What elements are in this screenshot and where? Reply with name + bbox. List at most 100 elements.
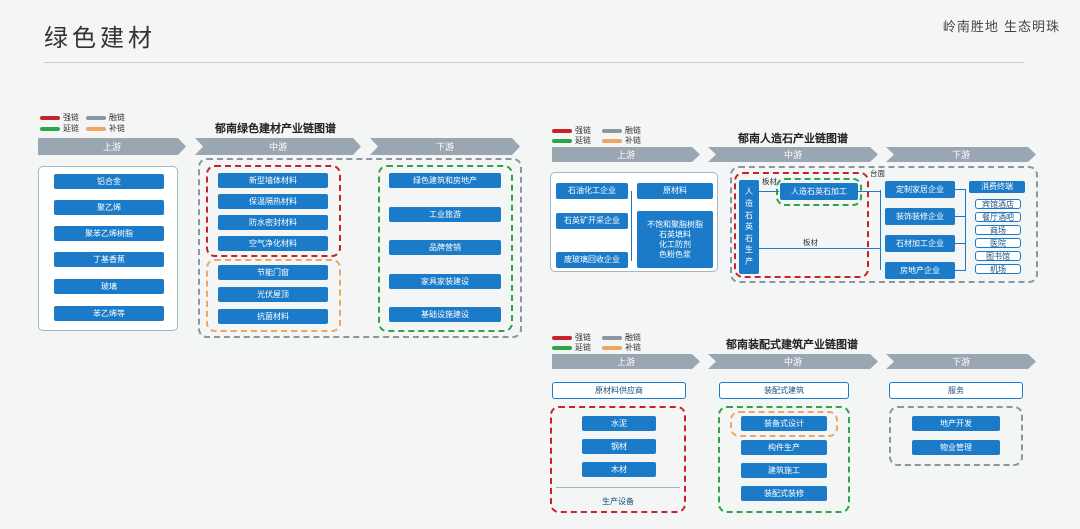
terminal-item: 医院 [975, 238, 1021, 248]
terminal-item: 餐厅酒吧 [975, 212, 1021, 222]
raw-item: 色粉色浆 [659, 249, 691, 259]
legend-extend: 延链 [63, 124, 79, 133]
legend-extend: 延链 [575, 136, 591, 145]
legend-strong: 强链 [63, 113, 79, 122]
chain2-stage-down: 下游 [886, 147, 1036, 162]
node: 丁基香蕉 [54, 252, 164, 267]
connector [858, 191, 881, 192]
connector [955, 270, 965, 271]
raw-item: 不饱和聚脂树脂 [647, 219, 703, 229]
legend-merge: 融链 [625, 333, 641, 342]
connector [759, 248, 881, 249]
chain3-up-strong-frame [550, 406, 686, 513]
downstream-head: 服务 [889, 382, 1023, 399]
chain2-upstream-panel: 石油化工企业 石英矿开采企业 废玻璃回收企业 原材料 不饱和聚脂树脂 石英填料 … [550, 172, 718, 272]
chain2-process-extend-frame [776, 178, 862, 206]
connector [880, 190, 881, 270]
chain3-stage-mid: 中游 [708, 354, 878, 369]
chain2-mid-strong-frame [734, 172, 869, 278]
node: 废玻璃回收企业 [556, 252, 628, 268]
node: 抗菌材料 [218, 309, 328, 324]
chain3-title: 郁南装配式建筑产业链图谱 [726, 338, 858, 351]
artificial-stone-processing: 人造石英石加工 [780, 183, 858, 200]
node: 绿色建筑和房地产 [389, 173, 501, 188]
node: 地产开发 [912, 416, 1000, 431]
chain2-title: 郁南人造石产业链图谱 [738, 132, 848, 145]
node: 防水密封材料 [218, 215, 328, 230]
legend-strong: 强链 [575, 333, 591, 342]
node: 保温隔热材料 [218, 194, 328, 209]
node: 聚乙烯 [54, 200, 164, 215]
terminal-item: 图书馆 [975, 251, 1021, 261]
node: 水泥 [582, 416, 656, 431]
chain2-stage-mid: 中游 [708, 147, 878, 162]
chain1-merge-frame [198, 158, 522, 338]
connector [955, 216, 965, 217]
chain1-upstream-panel: 铝合金 聚乙烯 聚苯乙烯树脂 丁基香蕉 玻璃 苯乙烯等 [38, 166, 178, 331]
node: 基础设施建设 [389, 307, 501, 322]
chain1-stage-down: 下游 [370, 138, 520, 155]
node: 家具家装建设 [389, 274, 501, 289]
node: 钢材 [582, 439, 656, 454]
terminal-item: 商场 [975, 225, 1021, 235]
legend-chain2: 强链 融链 延链 补链 [552, 125, 652, 147]
node: 苯乙烯等 [54, 306, 164, 321]
node: 定制家居企业 [885, 181, 955, 198]
chain1-down-extend-frame: 绿色建筑和房地产 工业旅游 品牌营销 家具家装建设 基础设施建设 [378, 165, 513, 332]
board-label-2: 板材 [803, 238, 818, 247]
node: 石材加工企业 [885, 235, 955, 252]
terminal-item: 机场 [975, 264, 1021, 274]
chain3-mid-extend-frame [718, 406, 850, 513]
chain1-mid-supplement-frame: 节能门窗 光伏屋顶 抗菌材料 [206, 259, 341, 332]
connector [965, 189, 966, 271]
node: 光伏屋顶 [218, 287, 328, 302]
chain3-stage-up: 上游 [552, 354, 700, 369]
chain3-stage-down: 下游 [886, 354, 1036, 369]
board-label-1: 板材 [762, 177, 777, 186]
node: 聚苯乙烯树脂 [54, 226, 164, 241]
chain2-stage-up: 上游 [552, 147, 700, 162]
node: 装备式设计 [741, 416, 827, 431]
connector [631, 191, 632, 261]
node: 装配式装修 [741, 486, 827, 501]
node: 构件生产 [741, 440, 827, 455]
connector [759, 191, 779, 192]
connector [955, 189, 965, 190]
countertop-label: 台面 [870, 169, 885, 178]
node: 玻璃 [54, 279, 164, 294]
node: 工业旅游 [389, 207, 501, 222]
midstream-head: 装配式建筑 [719, 382, 849, 399]
terminal-item: 宾馆酒店 [975, 199, 1021, 209]
legend-chain3: 强链 融链 延链 补链 [552, 332, 652, 354]
raw-material-list: 不饱和聚脂树脂 石英填料 化工防剂 色粉色浆 [637, 211, 713, 268]
legend-supplement: 补链 [625, 343, 641, 352]
legend-chain1: 强链 融链 延链 补链 [40, 112, 140, 134]
node: 石油化工企业 [556, 183, 628, 199]
node: 装饰装修企业 [885, 208, 955, 225]
divider [44, 62, 1024, 63]
chain3-mid-supplement-frame [730, 411, 838, 437]
node: 建筑施工 [741, 463, 827, 478]
chain2-merge-frame [730, 166, 1038, 283]
legend-strong: 强链 [575, 126, 591, 135]
production-equipment: 生产设备 [602, 497, 634, 506]
upstream-head: 原材料供应商 [552, 382, 686, 399]
terminal-head: 消费终端 [969, 181, 1025, 193]
artificial-stone-production: 人造石英石生产 [739, 180, 759, 274]
legend-supplement: 补链 [109, 124, 125, 133]
node: 石英矿开采企业 [556, 213, 628, 229]
legend-extend: 延链 [575, 343, 591, 352]
node: 铝合金 [54, 174, 164, 189]
chain1-mid-strong-frame: 新型墙体材料 保温隔热材料 防水密封材料 空气净化材料 [206, 165, 341, 257]
connector [955, 243, 965, 244]
raw-item: 化工防剂 [659, 239, 691, 249]
legend-supplement: 补链 [625, 136, 641, 145]
chain1-stage-mid: 中游 [195, 138, 361, 155]
raw-material-head: 原材料 [637, 183, 713, 199]
legend-merge: 融链 [625, 126, 641, 135]
node: 新型墙体材料 [218, 173, 328, 188]
slogan: 岭南胜地 生态明珠 [942, 20, 1060, 35]
node: 木材 [582, 462, 656, 477]
raw-item: 石英填料 [659, 229, 691, 239]
divider [556, 487, 680, 488]
